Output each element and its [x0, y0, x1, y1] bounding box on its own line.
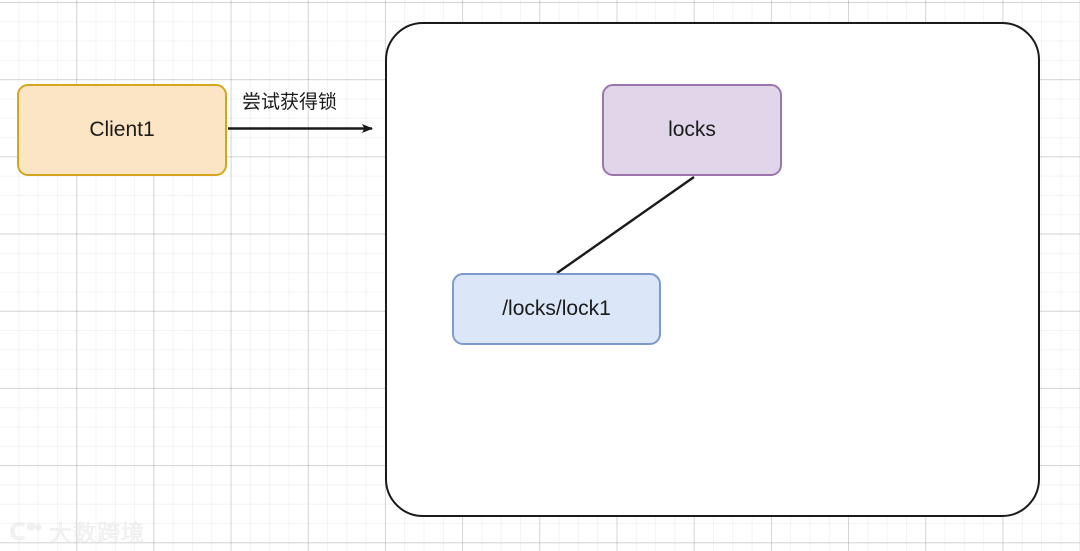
node-locks[interactable]: locks [602, 84, 782, 176]
edge-label-acquire-lock: 尝试获得锁 [242, 92, 338, 113]
node-locks-label: locks [668, 118, 716, 142]
watermark-text: 大数跨境 [49, 520, 145, 546]
edge-locks-to-lock1[interactable] [556, 176, 695, 274]
node-client1[interactable]: Client1 [17, 84, 227, 176]
node-client1-label: Client1 [89, 118, 155, 142]
node-locks-lock1[interactable]: /locks/lock1 [452, 273, 661, 345]
watermark: 大数跨境 [8, 514, 145, 548]
brand-logo-icon [10, 522, 42, 541]
node-locks-lock1-label: /locks/lock1 [502, 297, 611, 321]
